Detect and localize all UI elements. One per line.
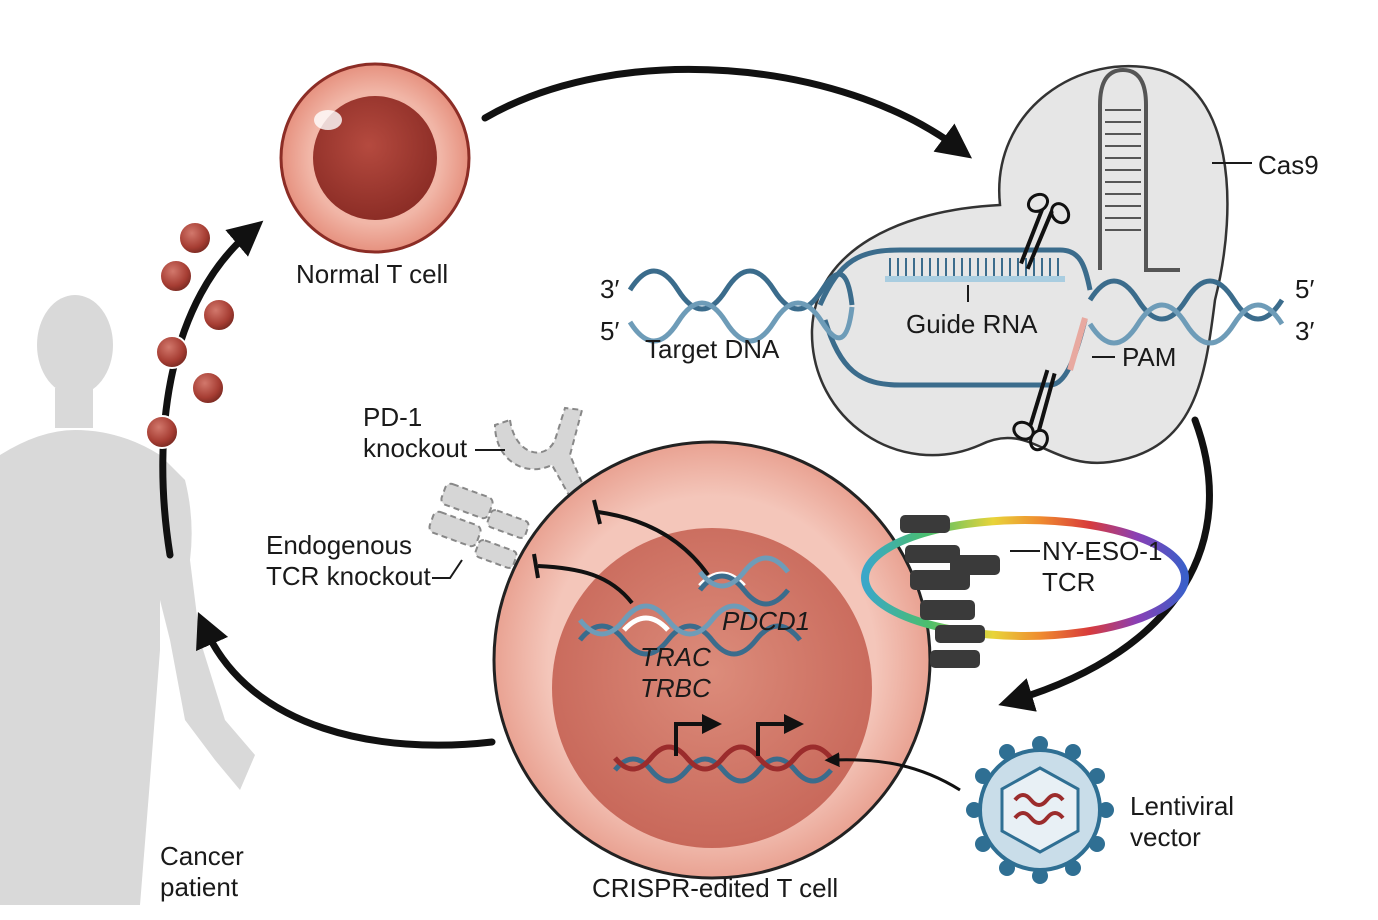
- nyeso1-tcr-receptors: [861, 515, 1189, 668]
- knockout-inhibition-lines: [532, 499, 710, 605]
- endogenous-tcr-label-line2: TCR knockout: [266, 561, 431, 591]
- pd1-knockout-label-line1: PD-1: [363, 402, 422, 432]
- pd1-receptor-knockout: [493, 406, 587, 499]
- endogenous-tcr-knockout: [428, 482, 530, 569]
- crispr-edited-t-cell-label: CRISPR-edited T cell: [592, 873, 838, 903]
- normal-t-cell: [279, 62, 471, 254]
- target-dna-helix-left: [627, 268, 855, 344]
- target-dna-label: Target DNA: [645, 334, 780, 364]
- nyeso1-tcr-label-line2: TCR: [1042, 567, 1095, 597]
- scissors-icon: [1012, 369, 1057, 452]
- dna-end-3prime-right: 3′: [1295, 316, 1314, 346]
- patient-silhouette: [0, 295, 255, 905]
- scissors-icon: [1019, 192, 1071, 270]
- arrow-tcell-to-cas9: [481, 65, 973, 159]
- dna-end-3prime-left: 3′: [600, 274, 619, 304]
- pd1-knockout-label-line2: knockout: [363, 433, 468, 463]
- dna-end-5prime-left: 5′: [600, 316, 619, 346]
- transgene-dna-helix: [613, 714, 833, 784]
- trac-gene-label: TRAC: [640, 642, 711, 672]
- arrow-edited-cell-to-patient: [196, 611, 496, 749]
- dna-end-5prime-right: 5′: [1295, 274, 1314, 304]
- cas9-complex: [810, 64, 1229, 465]
- lentiviral-vector-label-line2: vector: [1130, 822, 1201, 852]
- genomic-dna-helix-top: [578, 555, 802, 657]
- trbc-gene-label: TRBC: [640, 673, 711, 703]
- cas9-label: Cas9: [1258, 150, 1319, 180]
- cancer-patient-label-line2: patient: [160, 872, 239, 902]
- pdcd1-gene-label: PDCD1: [722, 606, 810, 636]
- lentiviral-vector-label-line1: Lentiviral: [1130, 791, 1234, 821]
- arrow-vector-to-dna: [824, 752, 961, 792]
- guide-rna-label: Guide RNA: [906, 309, 1038, 339]
- target-dna-helix-right: [1087, 278, 1285, 346]
- guide-rna-strand: [885, 276, 1065, 282]
- lentiviral-vector: [966, 736, 1114, 884]
- arrow-patient-to-tcell: [159, 220, 264, 559]
- pam-label: PAM: [1122, 342, 1176, 372]
- crispr-edited-t-cell: [492, 440, 932, 880]
- normal-t-cell-label: Normal T cell: [296, 259, 448, 289]
- blood-cells: [145, 221, 236, 449]
- cancer-patient-label-line1: Cancer: [160, 841, 244, 871]
- pam-segment: [1067, 317, 1088, 371]
- nyeso1-tcr-label-line1: NY-ESO-1: [1042, 536, 1162, 566]
- endogenous-tcr-label-line1: Endogenous: [266, 530, 412, 560]
- guide-rna-hairpin: [1098, 67, 1180, 272]
